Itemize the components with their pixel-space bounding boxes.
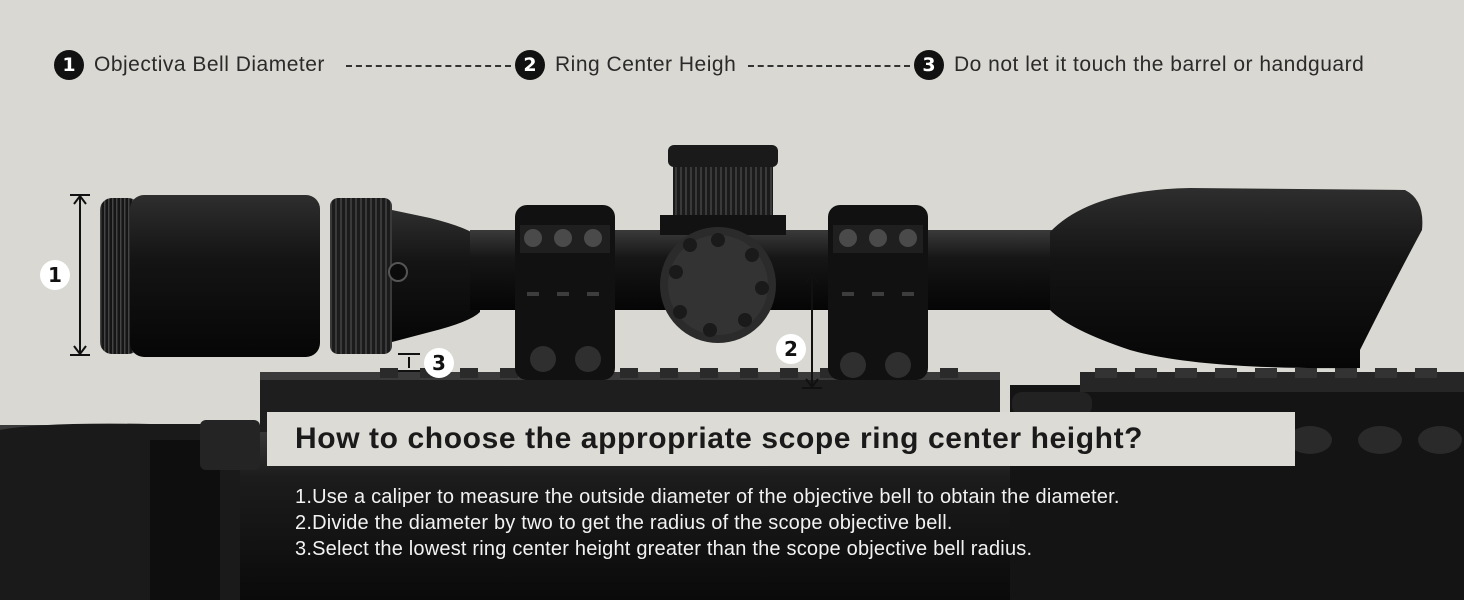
page-title: How to choose the appropriate scope ring… xyxy=(295,422,1144,455)
marker-1: 1 xyxy=(40,260,70,290)
legend-label: Do not let it touch the barrel or handgu… xyxy=(954,53,1365,76)
legend-label: Ring Center Heigh xyxy=(555,53,737,76)
marker-2: 2 xyxy=(776,334,806,364)
legend-item-ring-height: 2 Ring Center Heigh xyxy=(515,50,736,80)
dimension-lines xyxy=(70,194,822,389)
heading-box: How to choose the appropriate scope ring… xyxy=(267,412,1295,466)
number-badge: 2 xyxy=(515,50,545,80)
dashed-connector xyxy=(748,65,910,67)
step-3: 3.Select the lowest ring center height g… xyxy=(295,538,1033,560)
legend-label: Objectiva Bell Diameter xyxy=(94,53,325,76)
instruction-steps: 1.Use a caliper to measure the outside d… xyxy=(295,484,1120,562)
dashed-connector xyxy=(346,65,511,67)
number-badge: 3 xyxy=(914,50,944,80)
legend-item-bell-diameter: 1 Objectiva Bell Diameter xyxy=(54,50,325,80)
step-1: 1.Use a caliper to measure the outside d… xyxy=(295,486,1120,508)
rifle-scope xyxy=(100,145,1423,380)
step-2: 2.Divide the diameter by two to get the … xyxy=(295,512,953,534)
legend-item-clearance: 3 Do not let it touch the barrel or hand… xyxy=(914,50,1364,80)
marker-3: 3 xyxy=(424,348,454,378)
number-badge: 1 xyxy=(54,50,84,80)
legend: 1 Objectiva Bell Diameter 2 Ring Center … xyxy=(0,0,1464,130)
